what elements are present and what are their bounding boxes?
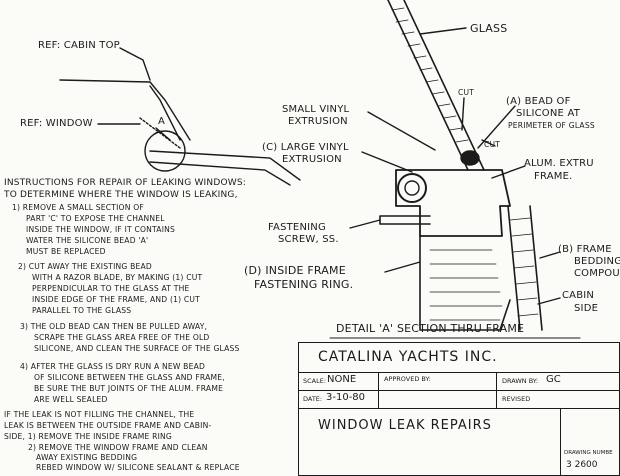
bead-a-label: PERIMETER OF GLASS bbox=[508, 121, 595, 130]
glass-hatch bbox=[391, 7, 475, 155]
inside-frame-label: (D) INSIDE FRAME bbox=[244, 264, 346, 277]
cut-label-1: CUT bbox=[458, 88, 475, 97]
drawing-number-value: 3 2600 bbox=[566, 460, 598, 470]
cabin-side-leader bbox=[537, 297, 561, 305]
cut-leader-2 bbox=[481, 139, 496, 147]
window-label: REF: WINDOW bbox=[20, 118, 93, 129]
date-value: 3-10-80 bbox=[326, 392, 366, 403]
step3-line: SCRAPE THE GLASS AREA FREE OF THE OLD bbox=[34, 333, 210, 342]
title-block-divider bbox=[298, 390, 619, 391]
frame-bedding-label: BEDDING bbox=[574, 256, 620, 267]
step3-line: SILICONE, AND CLEAN THE SURFACE OF THE G… bbox=[34, 344, 240, 353]
detail-circle bbox=[144, 130, 186, 172]
step1-line: WATER THE SILICONE BEAD 'A' bbox=[26, 236, 149, 245]
large-vinyl-label: EXTRUSION bbox=[282, 154, 342, 165]
callout-a-leader bbox=[155, 127, 171, 141]
cabin-side-label: SIDE bbox=[574, 303, 599, 314]
frame-leak-line: 2) REMOVE THE WINDOW FRAME AND CLEAN bbox=[28, 443, 208, 452]
fastening-screw-label: FASTENING bbox=[268, 222, 326, 233]
scale-label: SCALE: bbox=[303, 377, 327, 385]
frame-leak-line: LEAK IS BETWEEN THE OUTSIDE FRAME AND CA… bbox=[4, 421, 212, 430]
scale-value: NONE bbox=[327, 374, 357, 385]
fastening-screw-label: SCREW, SS. bbox=[278, 234, 339, 245]
instructions-heading: INSTRUCTIONS FOR REPAIR OF LEAKING WINDO… bbox=[4, 178, 247, 188]
cabin-side-line-2 bbox=[149, 161, 291, 186]
step2-line: INSIDE EDGE OF THE FRAME, AND (1) CUT bbox=[32, 295, 201, 304]
cut-label-2: CUT bbox=[484, 140, 501, 149]
company-name: CATALINA YACHTS INC. bbox=[318, 349, 498, 365]
alum-frame-leader bbox=[491, 165, 526, 179]
window-edge bbox=[139, 117, 181, 149]
large-vinyl-label: (C) LARGE VINYL bbox=[262, 142, 349, 153]
title-block-divider bbox=[560, 408, 561, 475]
step3-line: 3) THE OLD BEAD CAN THEN BE PULLED AWAY, bbox=[20, 322, 208, 331]
inside-frame-label: FASTENING RING. bbox=[254, 278, 354, 291]
cabin-side-line bbox=[149, 150, 301, 181]
drawing-title: WINDOW LEAK REPAIRS bbox=[318, 418, 492, 433]
frame-leak-line: IF THE LEAK IS NOT FILLING THE CHANNEL, … bbox=[4, 410, 195, 419]
large-vinyl-leader bbox=[361, 151, 413, 173]
step2-line: 2) CUT AWAY THE EXISTING BEAD bbox=[18, 262, 152, 271]
fastening-screw bbox=[379, 215, 431, 225]
step1-line: PART 'C' TO EXPOSE THE CHANNEL bbox=[26, 214, 165, 223]
bead-a-label: SILICONE AT bbox=[516, 108, 581, 119]
drawn-value: GC bbox=[546, 374, 561, 385]
bead-a-label: (A) BEAD OF bbox=[506, 96, 571, 107]
drawn-label: DRAWN BY: bbox=[502, 377, 539, 385]
cabin-top-leader bbox=[119, 47, 151, 81]
cabin-top-label: REF: CABIN TOP bbox=[38, 40, 120, 51]
title-block-divider bbox=[298, 372, 619, 373]
section-title: DETAIL 'A' SECTION THRU FRAME bbox=[336, 322, 525, 335]
revised-label: REVISED bbox=[502, 395, 531, 403]
frame-bedding-label: (B) FRAME bbox=[558, 244, 612, 255]
cabin-side-wall bbox=[507, 205, 543, 331]
title-block-divider bbox=[378, 372, 379, 409]
frame-leak-line: SIDE, 1) REMOVE THE INSIDE FRAME RING bbox=[4, 432, 172, 441]
inside-ring-hatch bbox=[429, 249, 503, 321]
cut-leader-1 bbox=[461, 97, 465, 131]
glass-leader bbox=[419, 27, 467, 35]
step4-line: BE SURE THE BUT JOINTS OF THE ALUM. FRAM… bbox=[34, 384, 224, 393]
frame-bedding-leader bbox=[539, 251, 561, 259]
glass-pane bbox=[387, 0, 485, 171]
step2-line: PARALLEL TO THE GLASS bbox=[32, 306, 132, 315]
cabin-top-line bbox=[59, 79, 191, 141]
step1-line: INSIDE THE WINDOW, IF IT CONTAINS bbox=[26, 225, 176, 234]
large-vinyl-profile bbox=[397, 173, 427, 203]
step4-line: ARE WELL SEALED bbox=[34, 395, 108, 404]
frame-outer bbox=[395, 169, 511, 237]
inside-frame-leader bbox=[384, 261, 421, 273]
step4-line: 4) AFTER THE GLASS IS DRY RUN A NEW BEAD bbox=[20, 362, 206, 371]
step4-line: OF SILICONE BETWEEN THE GLASS AND FRAME, bbox=[34, 373, 225, 382]
glass-label: GLASS bbox=[470, 22, 508, 35]
frame-bedding-label: COMPOUN bbox=[574, 268, 620, 279]
step1-line: 1) REMOVE A SMALL SECTION OF bbox=[12, 203, 144, 212]
small-vinyl-label: SMALL VINYL bbox=[282, 104, 350, 115]
small-vinyl-leader bbox=[367, 111, 436, 151]
drawing-number-label: DRAWING NUMBE bbox=[564, 450, 613, 456]
alum-extrusion-label: ALUM. EXTRU bbox=[524, 158, 594, 169]
cabin-top-line-2 bbox=[149, 85, 181, 141]
instructions-subheading: TO DETERMINE WHERE THE WINDOW IS LEAKING… bbox=[4, 190, 238, 200]
title-block-divider bbox=[298, 408, 619, 409]
cabin-side-label: CABIN bbox=[562, 290, 595, 301]
title-block-divider bbox=[496, 372, 497, 409]
cabin-side-hatch bbox=[509, 217, 539, 317]
approved-label: APPROVED BY: bbox=[384, 375, 431, 383]
step1-line: MUST BE REPLACED bbox=[26, 247, 106, 256]
small-vinyl-label: EXTRUSION bbox=[288, 116, 348, 127]
callout-a-label: A bbox=[158, 116, 166, 127]
frame-leak-line: REBED WINDOW W/ SILICONE SEALANT & REPLA… bbox=[36, 463, 240, 472]
alum-extrusion-label: FRAME. bbox=[534, 171, 573, 182]
step2-line: WITH A RAZOR BLADE, BY MAKING (1) CUT bbox=[32, 273, 203, 282]
inside-ring bbox=[419, 235, 511, 331]
silicone-bead bbox=[460, 150, 480, 166]
large-vinyl-inner bbox=[404, 180, 420, 196]
date-label: DATE: bbox=[303, 395, 323, 403]
frame-leak-line: AWAY EXISTING BEDDING bbox=[36, 453, 138, 462]
step2-line: PERPENDICULAR TO THE GLASS AT THE bbox=[32, 284, 190, 293]
screw-leader bbox=[349, 219, 381, 229]
